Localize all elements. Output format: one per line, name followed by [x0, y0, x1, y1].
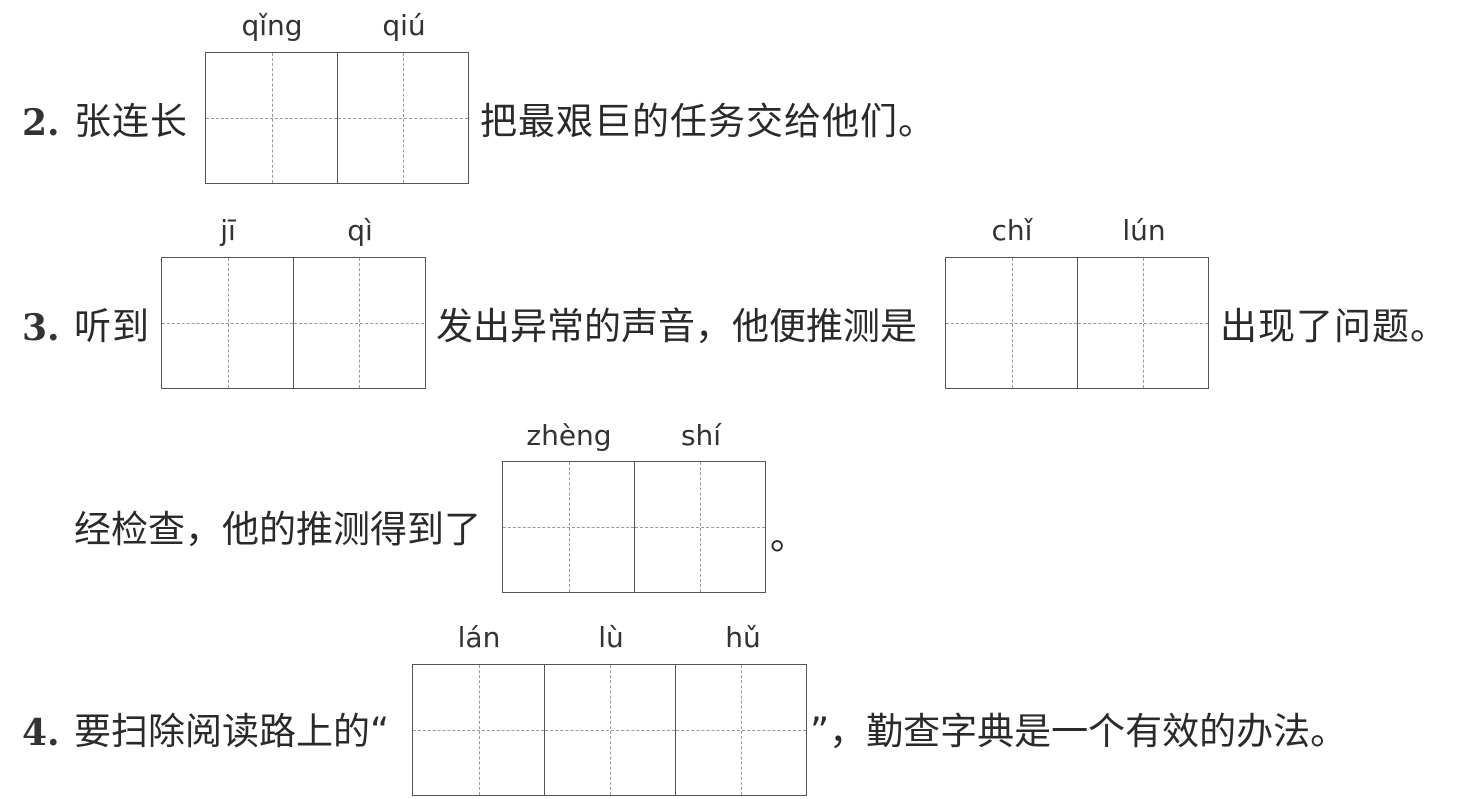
pinyin-label: qiú [382, 9, 426, 42]
pinyin-label: shí [680, 419, 722, 452]
writing-grid[interactable] [161, 257, 426, 389]
sentence-text: 听到 [74, 305, 150, 348]
sentence-text: 张连长 [74, 100, 188, 143]
writing-grid[interactable] [412, 664, 807, 796]
pinyin-label: jī [220, 214, 236, 247]
writing-cell[interactable] [293, 258, 424, 388]
writing-cell[interactable] [503, 462, 634, 592]
sentence-text: 把最艰巨的任务交给他们。 [480, 100, 936, 143]
sentence-text: 出现了问题。 [1220, 305, 1448, 348]
question-number: 3. [22, 307, 60, 349]
sentence-text: 经检查，他的推测得到了 [74, 508, 481, 551]
writing-cell[interactable] [946, 258, 1077, 388]
sentence-text: ”，勤查字典是一个有效的办法。 [810, 710, 1348, 753]
pinyin-label: lán [457, 621, 501, 654]
pinyin-label: qì [347, 214, 373, 247]
writing-cell[interactable] [634, 462, 765, 592]
question-number: 4. [22, 712, 60, 754]
writing-cell[interactable] [544, 665, 675, 795]
sentence-text: 。 [770, 515, 808, 558]
sentence-text: 要扫除阅读路上的“ [74, 710, 390, 753]
pinyin-label: lù [598, 621, 624, 654]
pinyin-label: lún [1122, 214, 1166, 247]
pinyin-label: qǐng [241, 9, 303, 42]
writing-cell[interactable] [337, 53, 468, 183]
writing-cell[interactable] [162, 258, 293, 388]
pinyin-label: hǔ [725, 621, 761, 654]
pinyin-label: chǐ [991, 214, 1033, 247]
writing-cell[interactable] [675, 665, 806, 795]
writing-grid[interactable] [205, 52, 469, 184]
writing-grid[interactable] [945, 257, 1209, 389]
writing-cell[interactable] [206, 53, 337, 183]
writing-cell[interactable] [413, 665, 544, 795]
pinyin-label: zhèng [526, 419, 612, 452]
question-number: 2. [22, 102, 60, 144]
writing-grid[interactable] [502, 461, 766, 593]
sentence-text: 发出异常的声音，他便推测是 [436, 305, 917, 348]
writing-cell[interactable] [1077, 258, 1208, 388]
